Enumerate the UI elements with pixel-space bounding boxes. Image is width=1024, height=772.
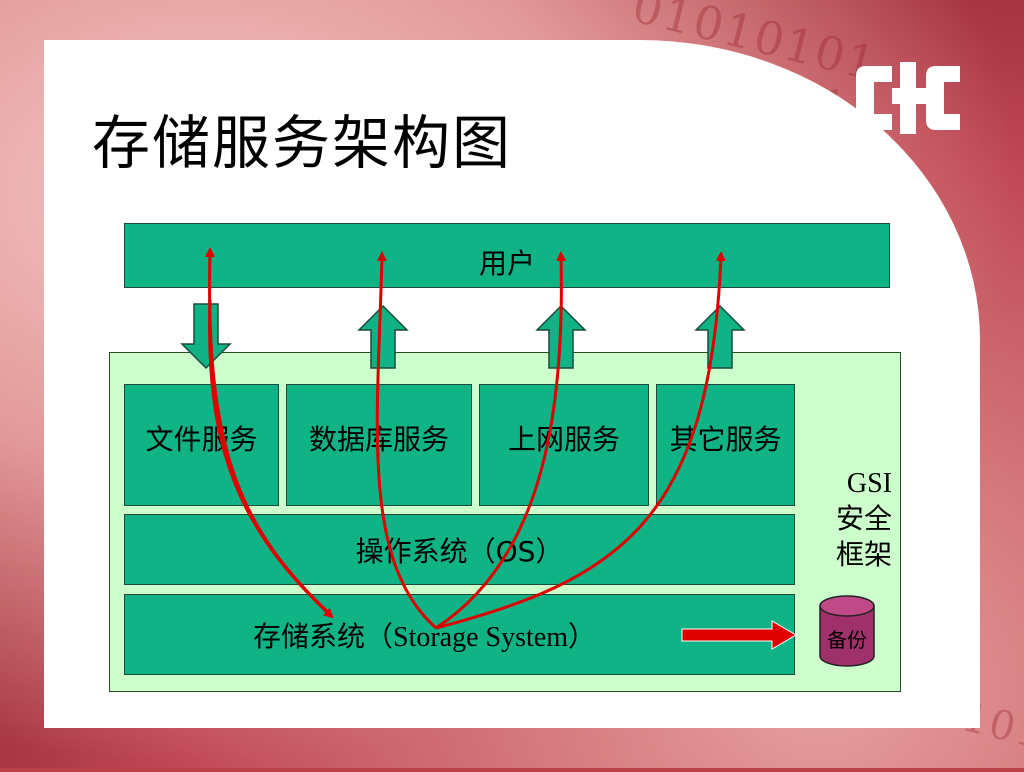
users-box: 用户 [124,223,890,288]
backup-arrow [681,620,797,650]
logo-icon [856,62,960,134]
backup-cylinder-icon [819,595,875,667]
users-label: 用户 [478,247,535,280]
storage-label: 存储系统（Storage System） [253,621,596,653]
security-line-1: GSI [846,468,892,499]
os-box: 操作系统（OS） [124,514,795,585]
down-block-arrow [180,303,232,370]
internet-service-box: 上网服务 [479,384,649,506]
up-block-arrow [694,304,746,369]
flow-arrow-internet [435,251,567,630]
flow-arrow-file [204,247,334,618]
file-service-label: 文件服务 [145,423,258,456]
page-title: 存储服务架构图 [92,109,513,177]
internet-service-label: 上网服务 [507,423,620,456]
flow-arrow-database [375,251,438,630]
backup-label: 备份 [827,628,867,652]
security-framework-label: GSI 安全 框架 [816,466,892,574]
security-line-3: 框架 [835,540,892,571]
flow-arrow-file-down [208,299,334,619]
up-block-arrow [357,304,409,369]
flow-arrow-other [435,251,726,630]
security-line-2: 安全 [835,504,892,535]
file-service-box: 文件服务 [124,384,279,506]
